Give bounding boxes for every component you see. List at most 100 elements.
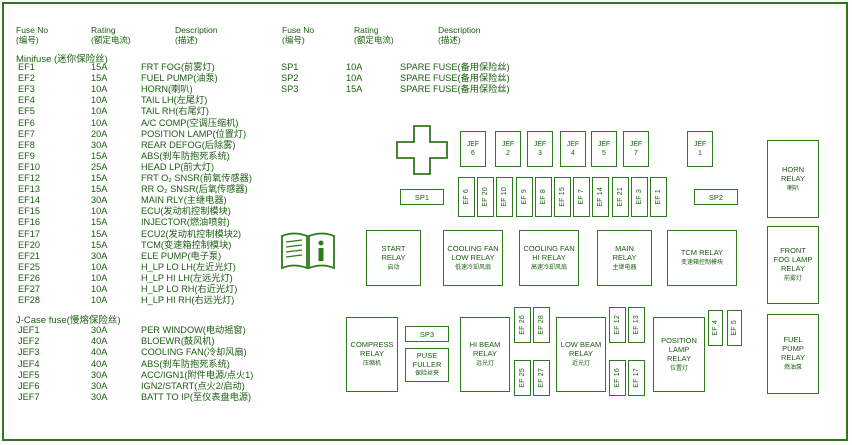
header-description: Description(描述) — [175, 25, 218, 45]
spare-no: SP3 — [281, 84, 299, 95]
minifuse-rating: 10A — [91, 84, 108, 95]
minifuse-rating: 15A — [91, 239, 108, 250]
jcase-rating: 40A — [91, 336, 108, 347]
spare-desc: SPARE FUSE(备用保险丝) — [400, 62, 510, 72]
minifuse-rating: 10A — [91, 284, 108, 294]
jef-label: JEF — [533, 141, 547, 148]
minifuse-rating: 15A — [91, 173, 108, 183]
jcase-rating: 30A — [91, 325, 108, 335]
jcase-rating: 30A — [91, 369, 108, 380]
minifuse-rating: 30A — [91, 195, 108, 206]
minifuse-desc: H_LP LO RH(右近光灯) — [141, 284, 238, 294]
minifuse-rating: 15A — [91, 150, 108, 161]
minifuse-rating: 10A — [91, 261, 108, 272]
minifuse-no: EF26 — [18, 272, 40, 283]
ef-row-label: EF 15 — [559, 187, 566, 207]
ef-row-fuse: EF 15 — [554, 177, 571, 217]
jcase-desc: IGN2/START(点火2/启动) — [141, 381, 245, 391]
minifuse-rating: 10A — [91, 295, 108, 306]
minifuse-rating: 20A — [91, 128, 108, 139]
minifuse-no: EF20 — [18, 239, 40, 250]
jef-7: JEF 7 — [623, 131, 649, 167]
jcase-no: JEF1 — [18, 325, 40, 335]
jcase-desc: COOLING FAN(冷却风扇) — [141, 347, 247, 358]
ef-row-label: EF 21 — [616, 187, 624, 207]
jef-label: JEF — [629, 141, 643, 148]
ef-row-label: EF 3 — [635, 189, 643, 205]
minifuse-desc: H_LP HI RH(右远光灯) — [141, 295, 235, 306]
minifuse-desc: POSITION LAMP(位置灯) — [141, 128, 247, 139]
jcase-no: JEF3 — [18, 347, 40, 358]
minifuse-no: EF21 — [18, 250, 40, 261]
minifuse-desc: ABS(刹车防抱死系统) — [141, 150, 230, 161]
ef-17: EF 17 — [628, 360, 645, 396]
minifuse-no: EF25 — [18, 261, 40, 272]
minifuse-rating: 10A — [91, 206, 108, 217]
ef-5: EF 5 — [727, 310, 742, 346]
jef-number: 7 — [634, 150, 638, 157]
jcase-rating: 30A — [91, 392, 108, 403]
jef-label: JEF — [597, 141, 611, 148]
ef-26: EF 26 — [514, 307, 531, 343]
ef-row-fuse: EF 8 — [534, 177, 552, 217]
spare-rating: 15A — [346, 84, 363, 95]
ef-25: EF 25 — [514, 360, 531, 396]
jef-number: 5 — [602, 150, 606, 157]
minifuse-no: EF3 — [18, 84, 35, 95]
jcase-desc: ABS(刹车防抱死系统) — [141, 358, 230, 369]
header-rating-right: Rating(额定电流) — [354, 25, 394, 45]
minifuse-no: EF16 — [18, 217, 40, 228]
jcase-title: J-Case fuse(慢熔保险丝) — [16, 315, 121, 326]
ef-row-fuse: EF 6 — [458, 177, 475, 217]
minifuse-no: EF8 — [18, 139, 35, 150]
ef-27: EF 27 — [533, 360, 550, 396]
ef-row-fuse: EF 7 — [573, 177, 591, 217]
minifuse-desc: MAIN RLY(主继电器) — [141, 195, 227, 206]
jcase-no: JEF7 — [18, 392, 40, 403]
spare-rating: 10A — [346, 73, 363, 84]
minifuse-desc: H_LP HI LH(左远光灯) — [141, 272, 233, 283]
minifuse-no: EF7 — [18, 128, 35, 139]
minifuse-no: EF15 — [18, 206, 40, 217]
ef-row-label: EF 1 — [655, 189, 662, 205]
minifuse-no: EF27 — [18, 284, 40, 294]
jcase-desc: BATT TO IP(至仪表盘电源) — [141, 392, 252, 403]
minifuse-no: EF13 — [18, 184, 40, 195]
minifuse-desc: REAR DEFOG(后除雾) — [141, 139, 236, 150]
minifuse-rating: 10A — [91, 117, 108, 128]
ef-row-fuse: EF 9 — [515, 177, 533, 217]
jcase-rating: 40A — [91, 358, 108, 369]
jef-5: JEF 5 — [591, 131, 617, 167]
spare-no: SP1 — [281, 62, 299, 72]
jcase-desc: BLOEWR(鼓风机) — [141, 336, 215, 347]
sp1-socket: SP1 — [400, 189, 444, 205]
minifuse-rating: 10A — [91, 106, 108, 117]
spare-rating: 10A — [346, 62, 363, 72]
jef-label: JEF — [566, 141, 580, 148]
minifuse-desc: TAIL RH(右尾灯) — [141, 106, 209, 117]
ef-row-label: EF 10 — [501, 187, 509, 207]
ef-13: EF 13 — [628, 307, 645, 343]
minifuse-desc: A/C COMP(空调压缩机) — [141, 117, 239, 128]
minifuse-no: EF1 — [18, 62, 35, 72]
jef-4: JEF 4 — [560, 131, 586, 167]
header-description-right: Description(描述) — [438, 25, 481, 45]
minifuse-no: EF14 — [18, 195, 40, 206]
jcase-no: JEF5 — [18, 369, 40, 380]
jef-number: 4 — [571, 150, 575, 157]
ef-row-label: EF 14 — [597, 187, 605, 207]
ef-4: EF 4 — [708, 310, 723, 346]
jcase-no: JEF2 — [18, 336, 40, 347]
minifuse-desc: TCM(变速箱控制模块) — [141, 239, 232, 250]
jef-number: 2 — [506, 150, 510, 157]
minifuse-rating: 15A — [91, 184, 108, 195]
minifuse-no: EF4 — [18, 95, 35, 106]
